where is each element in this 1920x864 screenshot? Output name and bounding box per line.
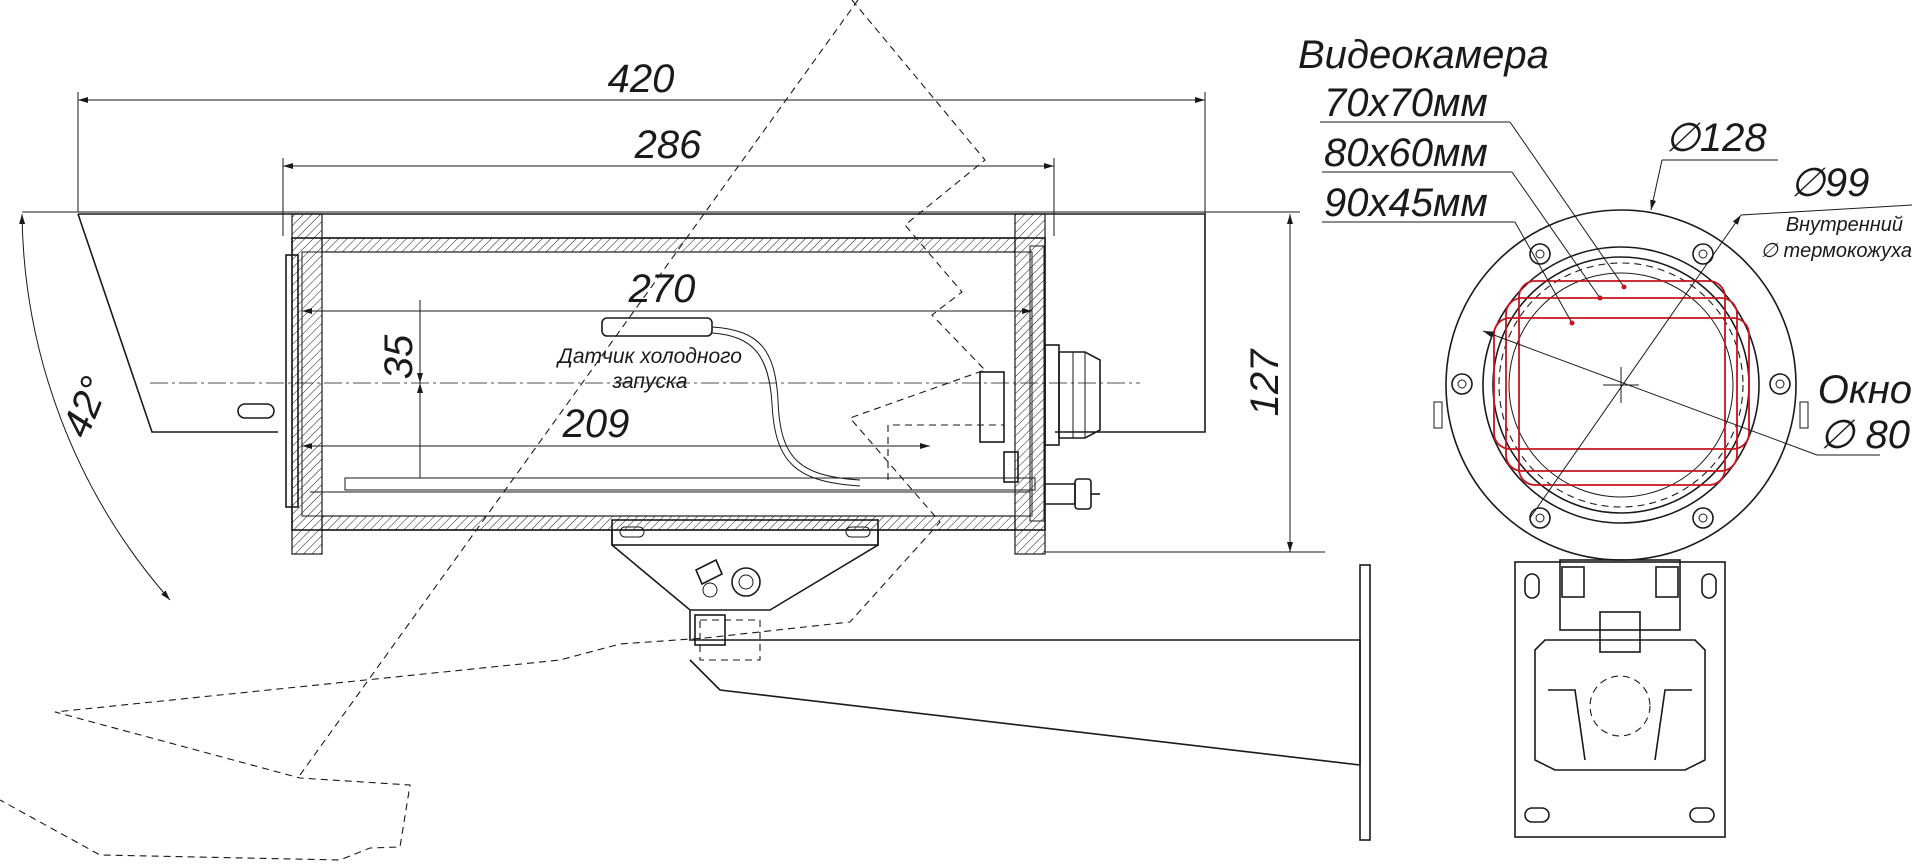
cable-gland [1058,351,1101,439]
inner-diameter-label: ∅99 [1790,161,1869,205]
front-wall-plate [1514,561,1726,838]
flange-bolts [1451,243,1791,529]
window-label-line1: Окно [1818,368,1912,412]
internal-rail [344,477,1036,491]
gland-base [1044,344,1060,446]
window-diameter-line [1482,330,1818,456]
bottom-wall [321,515,1016,531]
dim-270-label: 270 [628,267,696,311]
front-view: Видеокамера 70x70мм 80x60мм 90x45мм ∅128… [1298,33,1913,838]
dim-286-label: 286 [634,123,702,167]
dim-420-label: 420 [608,57,675,101]
camera-title: Видеокамера [1298,33,1549,77]
dim-127-label: 127 [1243,348,1287,416]
sensor-label-line1: Датчик холодного [556,345,742,368]
shield-slot [237,403,275,419]
outer-diameter-leader [1650,159,1663,211]
camera-size-1: 70x70мм [1324,81,1488,125]
front-stud [1045,483,1076,505]
outer-diameter-label: ∅128 [1665,116,1767,160]
rear-flange [285,254,299,508]
mount-bracket [611,530,879,611]
rear-end-cap [291,213,323,555]
camera-size-2: 80x60мм [1324,131,1488,175]
internal-terminal [979,371,1005,443]
camera-70x70 [1518,280,1726,486]
inner-diameter-line [1529,214,1742,519]
camera-90x45 [1493,317,1750,450]
dim-209-label: 209 [562,402,630,446]
inner-note-line2: ∅ термокожуха [1760,240,1912,262]
flange-circle [1482,246,1760,524]
front-flange [1029,245,1045,522]
hidden-connector [887,424,1004,480]
camera-80x60 [1505,297,1738,472]
window-label-line2: ∅ 80 [1820,413,1910,457]
mount-plate [611,519,879,546]
front-bracket-top [1559,559,1681,631]
tilt-angle-label: 42° [54,371,117,444]
arm-hinge [694,614,726,646]
hidden-pivot [1589,675,1651,737]
side-view: Датчик холодного запуска 42° 420 [0,0,1371,861]
camera-size-3: 90x45мм [1324,181,1488,225]
tilt-angle-arc [19,213,171,601]
window-circle [1508,272,1734,498]
wall-arm [689,610,1361,766]
sensor-label-line2: запуска [611,370,687,393]
tilt-lever [694,558,724,586]
tilted-axis [299,0,859,776]
wall-plate [1359,564,1371,841]
inner-note-line1: Внутренний [1786,214,1903,236]
dim-35-label: 35 [377,334,421,379]
mount-nut [731,567,761,597]
front-mount-yoke [1534,639,1706,771]
sensor-cable [711,326,861,481]
housing-inner [301,251,1033,517]
tilted-housing-outline [0,0,986,861]
top-wall [321,237,1016,253]
camera-outlines [1493,280,1750,486]
